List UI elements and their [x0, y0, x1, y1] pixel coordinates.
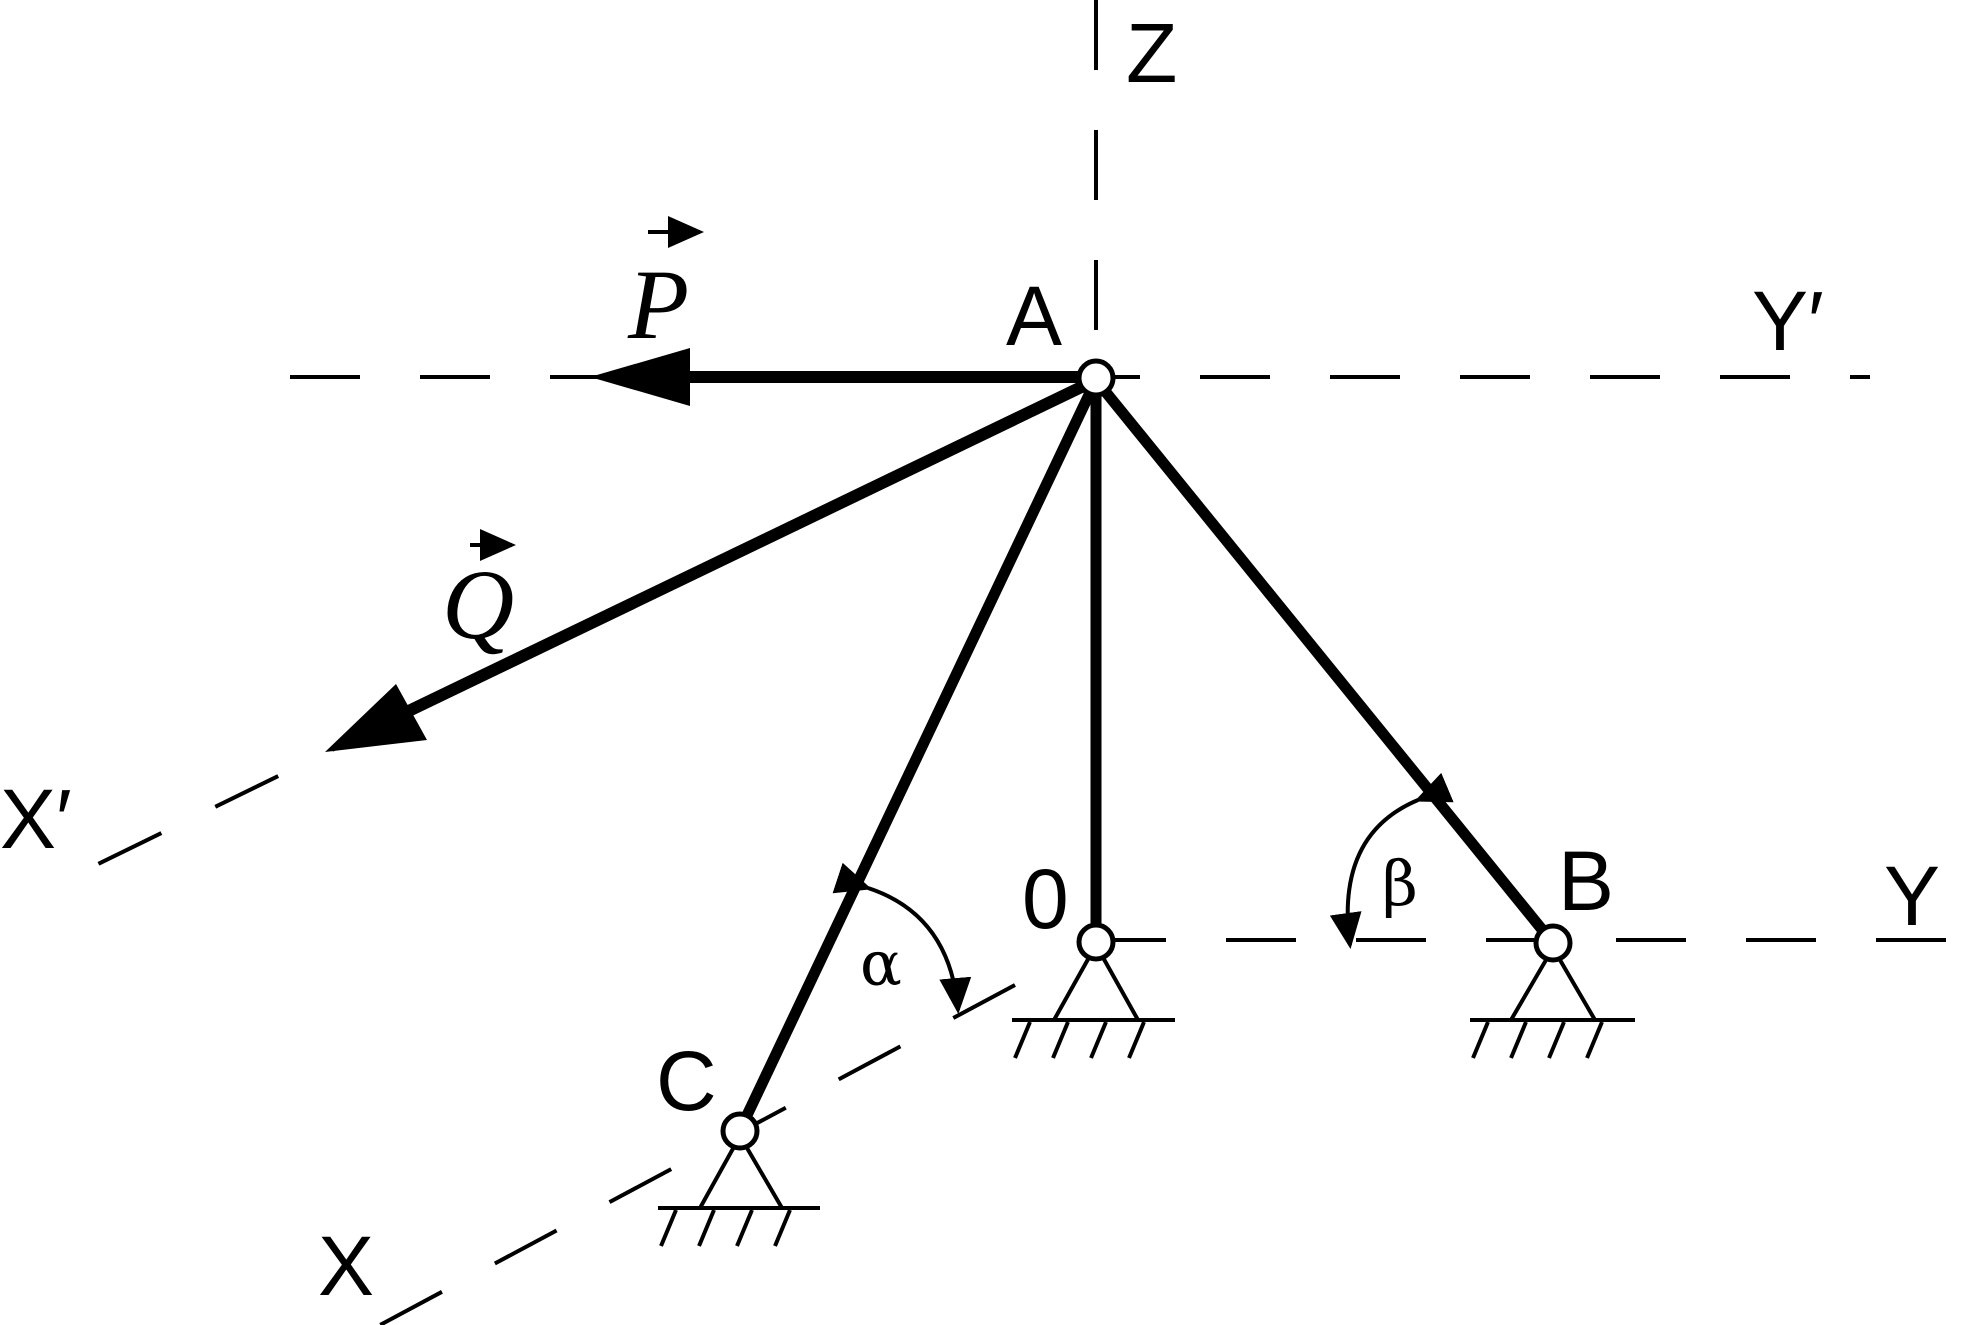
label-x-prime: X′: [0, 772, 72, 866]
hinge-o: [1076, 922, 1116, 962]
label-beta: β: [1382, 847, 1418, 920]
force-q-arrowhead: [325, 684, 427, 752]
label-force-q: Q: [442, 549, 514, 660]
angle-beta-arc: [1329, 772, 1454, 949]
label-o: 0: [1022, 852, 1069, 946]
force-q-line: [387, 374, 1099, 726]
hinge-a: [1076, 358, 1116, 398]
angle-alpha-arc: [832, 862, 972, 1014]
hinge-c: [720, 1111, 760, 1151]
label-a: A: [1006, 269, 1062, 363]
label-alpha: α: [860, 927, 902, 1000]
label-c: C: [656, 1034, 717, 1128]
bar-ac: [735, 377, 1101, 1133]
label-b: B: [1558, 834, 1614, 928]
support-o: [1012, 940, 1175, 1059]
support-c: [658, 1131, 820, 1247]
label-y-prime: Y′: [1752, 274, 1824, 368]
label-y: Y: [1884, 849, 1940, 943]
support-b: [1470, 944, 1635, 1059]
force-p-arrowhead: [590, 348, 690, 406]
label-force-p: P: [627, 249, 689, 360]
bar-ab: [1091, 376, 1558, 947]
hinge-b: [1533, 923, 1573, 963]
label-x: X: [318, 1219, 374, 1313]
label-z: Z: [1126, 6, 1177, 100]
